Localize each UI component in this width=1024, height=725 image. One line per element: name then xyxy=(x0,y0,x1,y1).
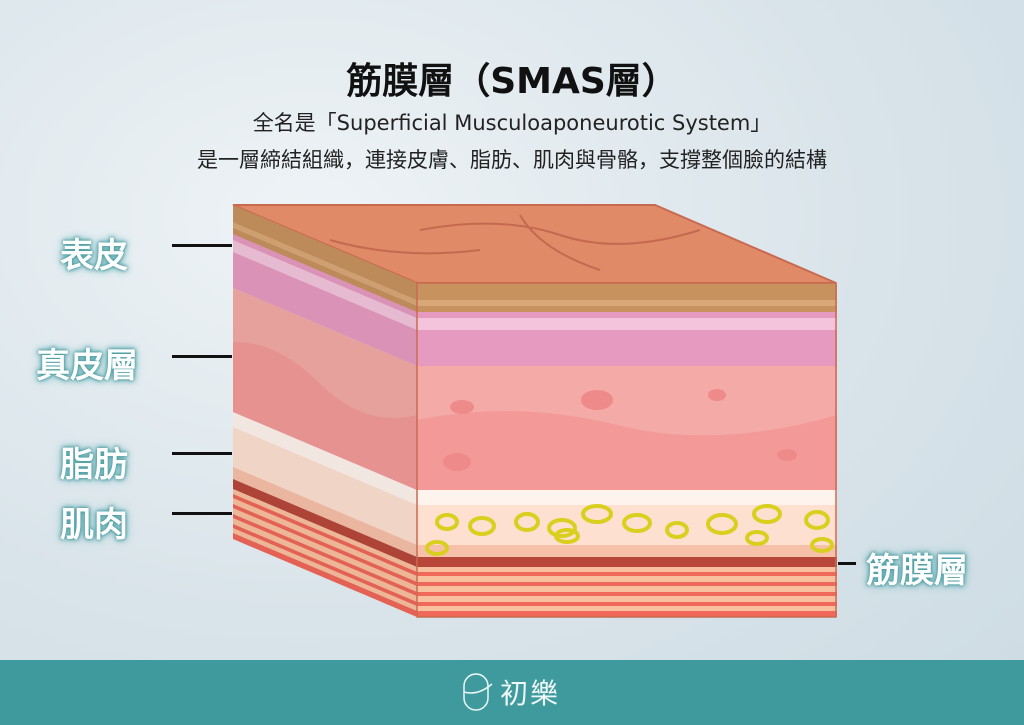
label-muscle: 肌肉 xyxy=(60,505,128,545)
brand-logo: 初樂 xyxy=(460,670,560,714)
label-dermis: 真皮層 xyxy=(36,346,138,386)
smas-pointer-line xyxy=(838,562,856,565)
subtitle-full-name: 全名是「Superficial Musculoaponeurotic Syste… xyxy=(252,111,772,135)
label-smas: 筋膜層 xyxy=(866,551,968,591)
dermis-pointer-line xyxy=(172,355,232,358)
label-epidermis: 表皮 xyxy=(60,236,128,276)
brand-name: 初樂 xyxy=(500,677,561,710)
muscle-pointer-line xyxy=(172,512,232,515)
skin-layer-diagram xyxy=(232,204,837,618)
page-title: 筋膜層（SMAS層） xyxy=(346,61,678,102)
label-fat: 脂肪 xyxy=(60,445,128,485)
epidermis-pointer-line xyxy=(172,244,232,247)
front-face xyxy=(417,283,837,617)
footer-bar: 初樂 xyxy=(0,660,1024,725)
side-face xyxy=(233,205,417,618)
subtitle-description: 是一層締結組織，連接皮膚、脂肪、肌肉與骨骼，支撐整個臉的結構 xyxy=(197,148,827,172)
logo-icon xyxy=(463,673,493,711)
fat-pointer-line xyxy=(172,452,232,455)
